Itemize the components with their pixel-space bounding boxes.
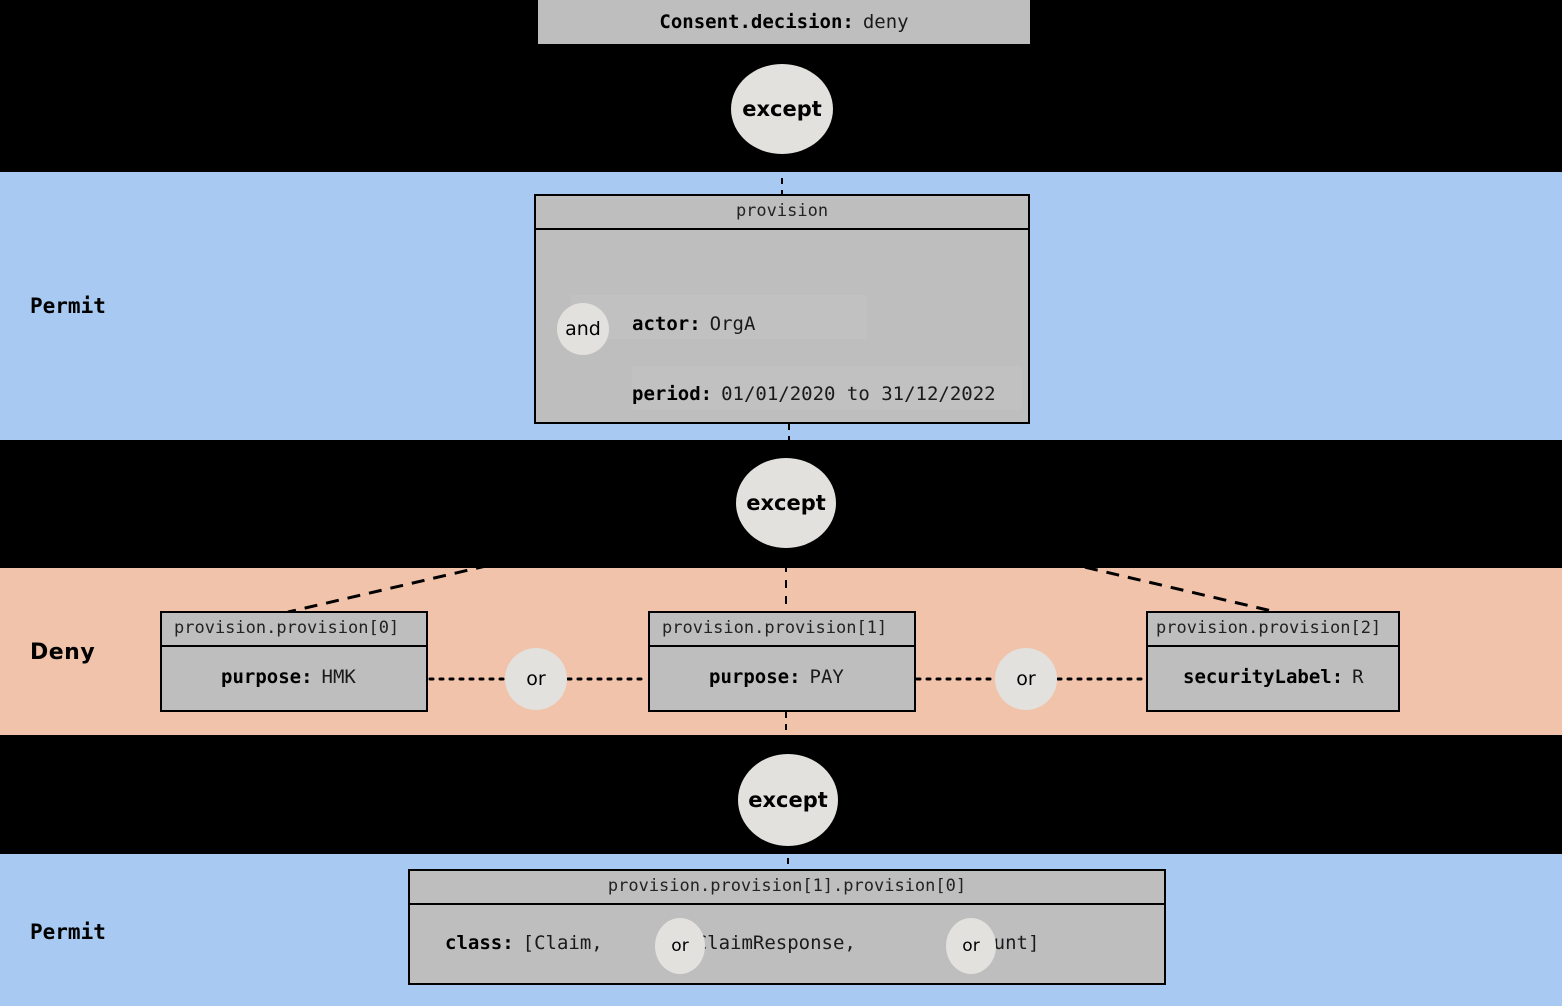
except-label: except <box>746 491 826 515</box>
node-provision-0-body: purpose: HMK <box>162 647 426 710</box>
node-provision-2-header: provision.provision[2] <box>1148 613 1398 647</box>
node-provision-header: provision <box>536 196 1028 230</box>
except-label: except <box>742 97 822 121</box>
row-actor: actor: OrgA <box>632 315 755 334</box>
and-operator-node[interactable]: and <box>557 303 609 355</box>
node-provision-0[interactable]: provision.provision[0] purpose: HMK <box>160 611 428 712</box>
row-purpose-pay: purpose: PAY <box>709 668 844 687</box>
or-label: or <box>671 936 689 956</box>
or-label: or <box>526 668 546 690</box>
node-provision-0-header: provision.provision[0] <box>162 613 426 647</box>
node-provision-1-0-body: class:[Claim,ClaimResponse,Account] or o… <box>410 905 1164 983</box>
row-purpose-pay-key: purpose: <box>709 666 801 688</box>
node-provision-1-0-header: provision.provision[1].provision[0] <box>410 871 1164 905</box>
consent-decision-value: deny <box>862 11 909 33</box>
row-highlight-period <box>632 366 1022 410</box>
row-purpose-pay-value: PAY <box>809 666 844 688</box>
node-provision-1-0[interactable]: provision.provision[1].provision[0] clas… <box>408 869 1166 985</box>
node-provision-2-body: securityLabel: R <box>1148 647 1398 710</box>
or-label: or <box>1016 668 1036 690</box>
or-operator-node-1[interactable]: or <box>505 648 567 710</box>
node-provision-2[interactable]: provision.provision[2] securityLabel: R <box>1146 611 1400 712</box>
row-purpose-hmk-key: purpose: <box>221 666 313 688</box>
row-class-key: class: <box>445 932 514 954</box>
row-securitylabel: securityLabel: R <box>1183 668 1364 687</box>
node-provision[interactable]: provision actor: OrgA period: 01/01/2020 t… <box>534 194 1030 424</box>
or-operator-node-2[interactable]: or <box>995 648 1057 710</box>
node-provision-1[interactable]: provision.provision[1] purpose: PAY <box>648 611 916 712</box>
band-label-deny: Deny <box>30 640 96 665</box>
row-purpose-hmk-value: HMK <box>321 666 356 688</box>
row-actor-value: OrgA <box>709 313 756 335</box>
node-provision-1-header: provision.provision[1] <box>650 613 914 647</box>
node-provision-1-body: purpose: PAY <box>650 647 914 710</box>
row-actor-key: actor: <box>632 313 701 335</box>
row-purpose-hmk: purpose: HMK <box>221 668 356 687</box>
band-label-permit-top: Permit <box>30 294 106 318</box>
except-node-3[interactable]: except <box>738 754 838 846</box>
consent-decision-key: Consent.decision: <box>659 11 854 33</box>
except-node-2[interactable]: except <box>736 458 836 548</box>
or-operator-node-3[interactable]: or <box>655 918 705 974</box>
or-operator-node-4[interactable]: or <box>946 918 996 974</box>
row-class-open: [Claim, <box>522 932 603 954</box>
row-period-value: 01/01/2020 to 31/12/2022 <box>721 383 996 405</box>
row-period: period: 01/01/2020 to 31/12/2022 <box>632 385 996 404</box>
row-securitylabel-value: R <box>1352 666 1364 688</box>
consent-decision-header: Consent.decision: deny <box>538 0 1030 44</box>
node-provision-body: actor: OrgA period: 01/01/2020 to 31/12/20… <box>536 230 1028 424</box>
row-securitylabel-key: securityLabel: <box>1183 666 1344 688</box>
row-period-key: period: <box>632 383 713 405</box>
row-class-mid: ClaimResponse, <box>695 932 856 954</box>
or-label: or <box>962 936 980 956</box>
and-label: and <box>565 318 601 340</box>
row-highlight-actor <box>571 295 867 339</box>
band-label-permit-bottom: Permit <box>30 920 106 944</box>
except-label: except <box>748 788 828 812</box>
except-node-1[interactable]: except <box>731 64 833 154</box>
